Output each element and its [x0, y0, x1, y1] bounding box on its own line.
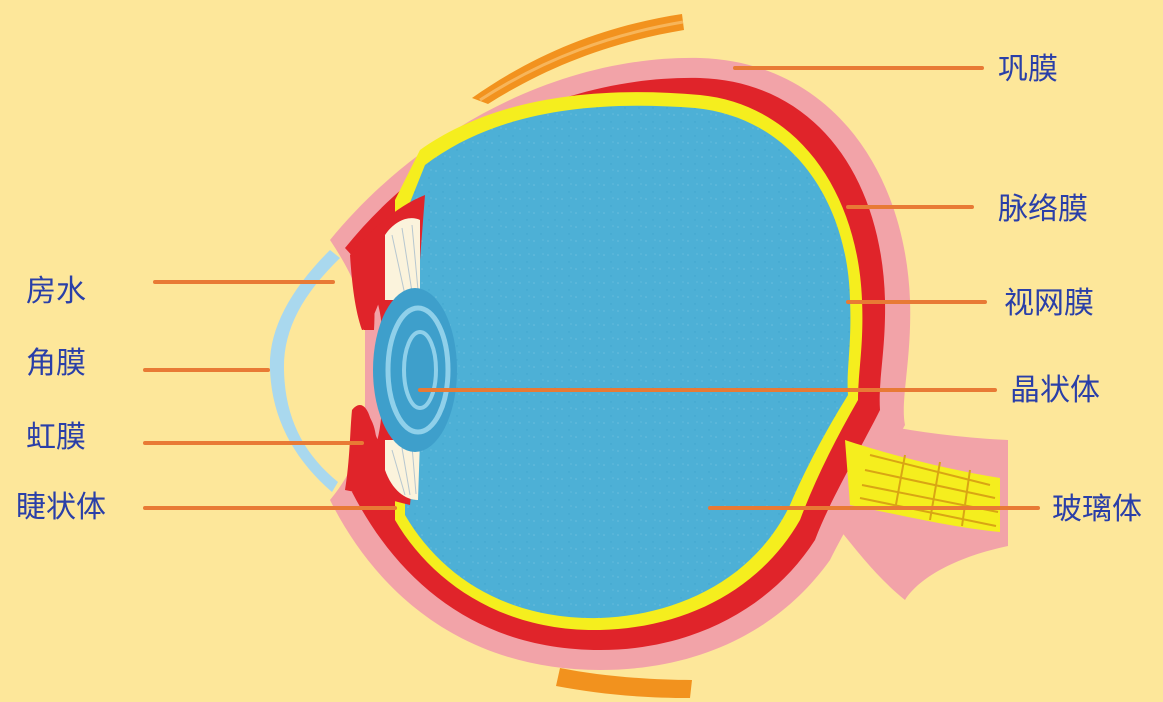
label-choroid: 脉络膜 — [998, 192, 1088, 228]
label-ciliary-body: 睫状体 — [16, 490, 106, 526]
label-retina: 视网膜 — [1004, 286, 1094, 322]
label-cornea: 角膜 — [26, 346, 86, 382]
label-iris: 虹膜 — [26, 420, 86, 456]
lower-eye-muscle — [556, 668, 692, 698]
label-lens: 晶状体 — [1010, 373, 1100, 409]
label-aqueous-humor: 房水 — [26, 274, 86, 310]
label-sclera: 巩膜 — [998, 52, 1058, 88]
cornea — [270, 250, 340, 492]
label-vitreous-body: 玻璃体 — [1052, 492, 1142, 528]
